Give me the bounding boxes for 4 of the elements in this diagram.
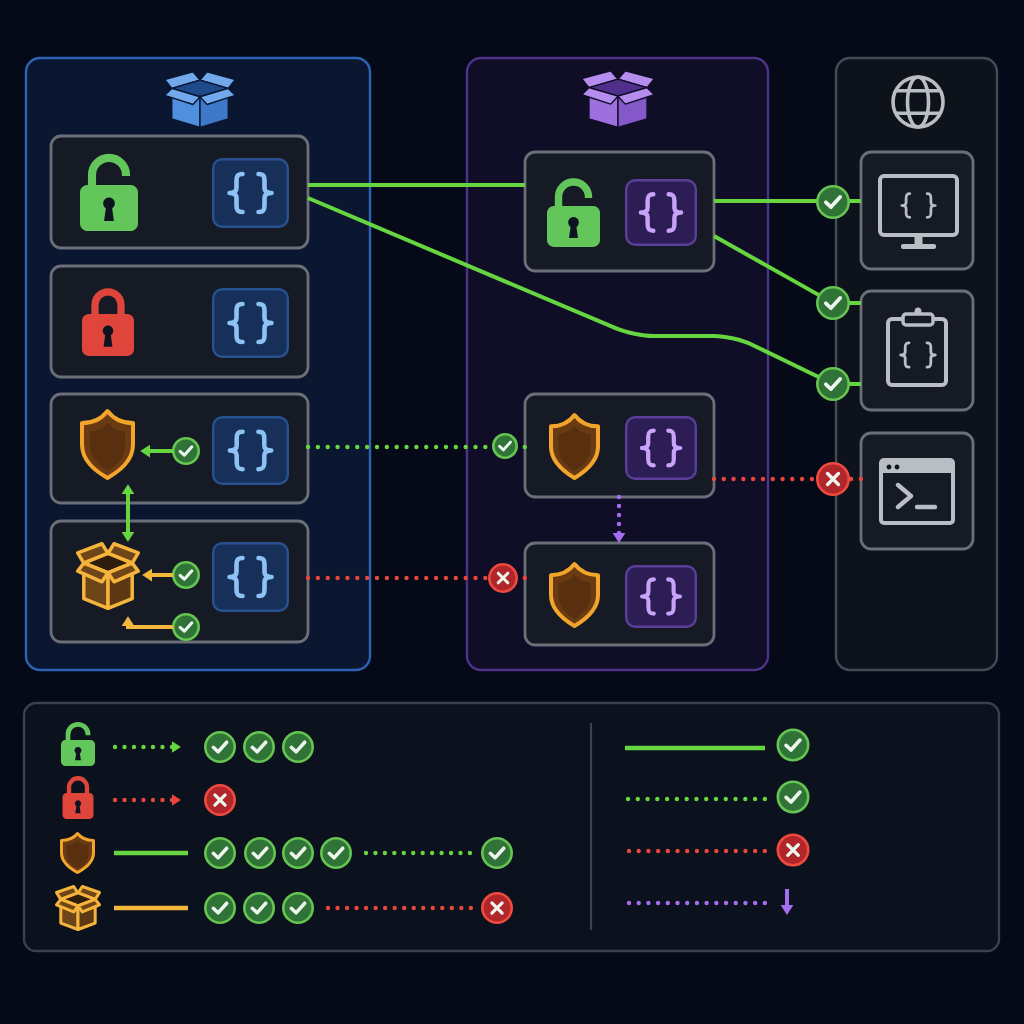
shield-icon <box>80 409 135 480</box>
line <box>308 183 525 187</box>
package-icon <box>76 542 140 610</box>
legend-panel <box>22 701 1001 953</box>
